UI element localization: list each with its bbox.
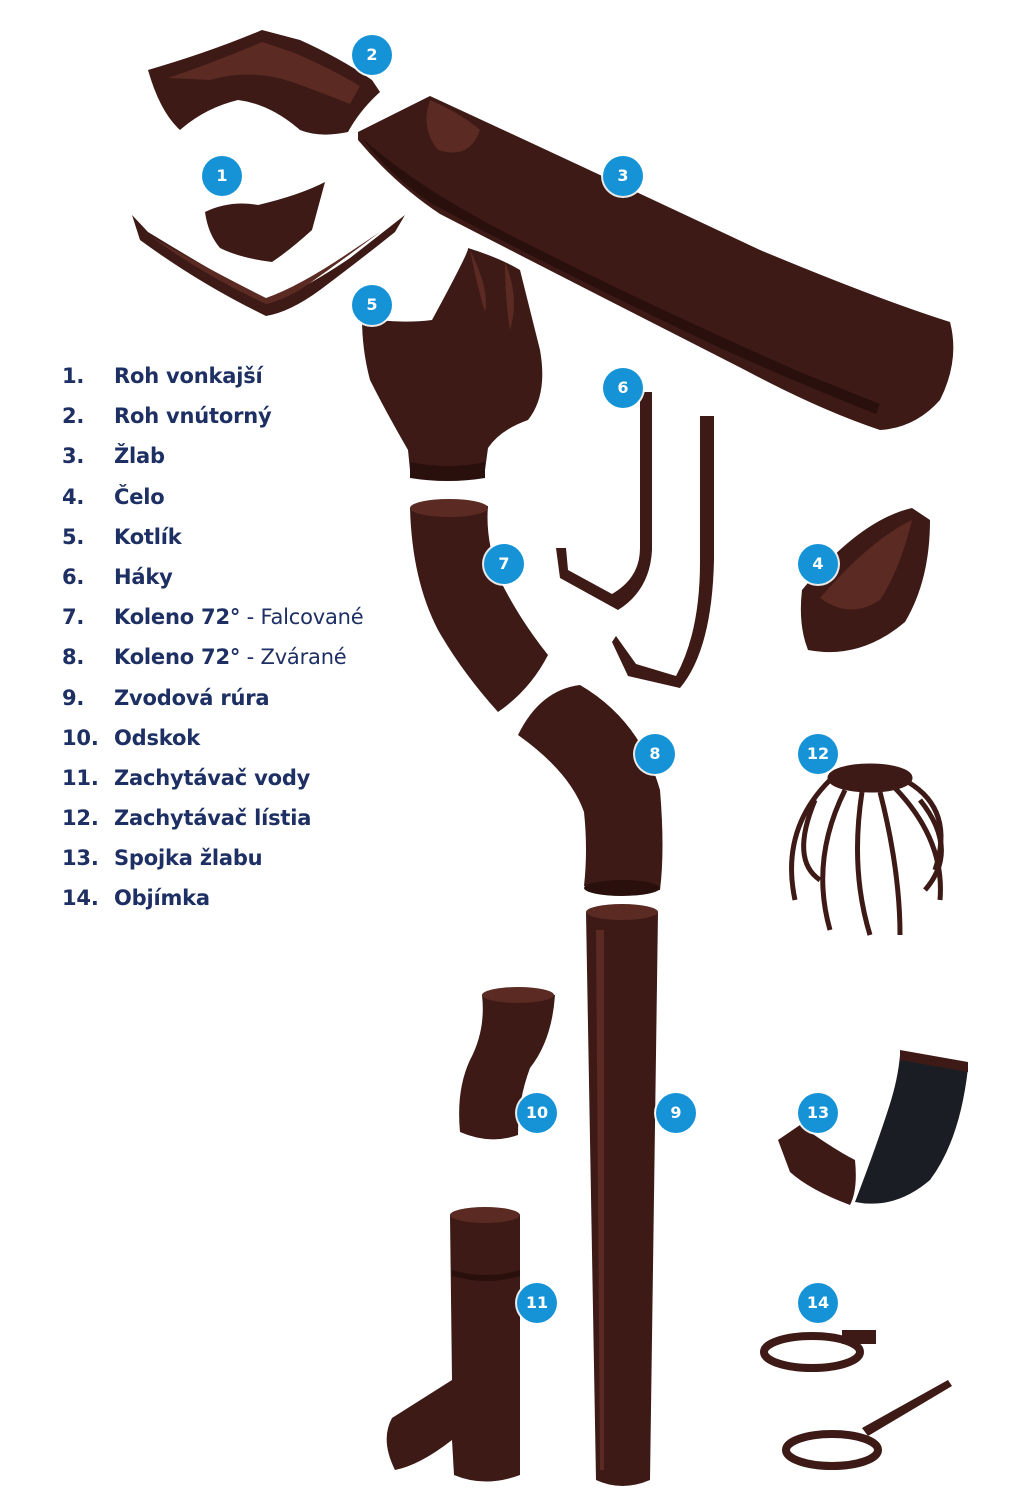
legend-number: 10. — [62, 725, 99, 750]
legend-number: 9. — [62, 685, 85, 710]
legend-item: 12. Zachytávač lístia — [62, 798, 364, 838]
legend-label: Zvodová rúra — [114, 685, 270, 710]
part-outlet — [362, 248, 543, 481]
badge-11: 11 — [517, 1283, 557, 1323]
legend-number: 7. — [62, 605, 85, 630]
legend-sublabel: - Zvárané — [240, 645, 347, 670]
badge-8: 8 — [635, 734, 675, 774]
part-end-cap — [800, 508, 930, 653]
part-bend-welded — [518, 685, 663, 896]
part-outer-corner — [132, 182, 405, 316]
legend-item: 4. Čelo — [62, 477, 364, 517]
legend-item: 1. Roh vonkajší — [62, 356, 364, 396]
badge-2: 2 — [352, 35, 392, 75]
part-downpipe — [586, 904, 658, 1486]
legend-label: Roh vnútorný — [114, 404, 272, 429]
legend-item: 10. Odskok — [62, 718, 364, 758]
part-hooks — [556, 392, 714, 688]
badge-3: 3 — [603, 156, 643, 196]
legend-item: 5. Kotlík — [62, 517, 364, 557]
legend-number: 11. — [62, 765, 99, 790]
legend-label: Zachytávač lístia — [114, 806, 312, 831]
badge-12: 12 — [798, 734, 838, 774]
part-rain-catcher — [386, 1207, 520, 1482]
legend-item: 11. Zachytávač vody — [62, 758, 364, 798]
legend-number: 3. — [62, 444, 85, 469]
legend-label: Objímka — [114, 886, 210, 911]
legend-item: 3. Žlab — [62, 436, 364, 476]
legend-number: 12. — [62, 806, 99, 831]
badge-13: 13 — [798, 1093, 838, 1133]
legend-number: 8. — [62, 645, 85, 670]
legend-item: 9. Zvodová rúra — [62, 678, 364, 718]
part-leaf-guard — [789, 763, 944, 936]
badge-14: 14 — [798, 1283, 838, 1323]
badge-6: 6 — [603, 368, 643, 408]
legend-item: 14. Objímka — [62, 878, 364, 918]
part-gutter-connector — [778, 1050, 968, 1205]
legend-number: 4. — [62, 484, 85, 509]
part-offset — [459, 987, 555, 1140]
legend-label: Čelo — [114, 484, 165, 509]
legend-label: Koleno 72° — [114, 605, 241, 630]
badge-7: 7 — [484, 544, 524, 584]
legend-label: Koleno 72° — [114, 645, 241, 670]
legend-item: 7. Koleno 72° - Falcované — [62, 597, 364, 637]
part-bend-folded — [410, 499, 548, 712]
legend-number: 13. — [62, 846, 99, 871]
legend-sublabel: - Falcované — [240, 605, 364, 630]
legend-number: 14. — [62, 886, 99, 911]
badge-10: 10 — [517, 1093, 557, 1133]
badge-4: 4 — [798, 544, 838, 584]
legend-label: Roh vonkajší — [114, 364, 263, 388]
legend-label: Zachytávač vody — [114, 765, 311, 790]
legend-item: 6. Háky — [62, 557, 364, 597]
badge-1: 1 — [202, 156, 242, 196]
badge-5: 5 — [352, 285, 392, 325]
legend-label: Kotlík — [114, 524, 182, 549]
legend-item: 2. Roh vnútorný — [62, 396, 364, 436]
legend-number: 6. — [62, 564, 85, 589]
legend-label: Spojka žlabu — [114, 846, 263, 871]
part-pipe-brackets — [760, 1330, 952, 1470]
legend-item: 13. Spojka žlabu — [62, 838, 364, 878]
legend-label: Žlab — [114, 444, 165, 469]
legend-number: 5. — [62, 524, 85, 549]
part-gutter — [358, 96, 954, 430]
legend-number: 1. — [62, 364, 85, 388]
parts-legend: 1. Roh vonkajší 2. Roh vnútorný 3. Žlab 4. Č… — [62, 356, 364, 919]
legend-label: Háky — [114, 564, 173, 589]
legend-number: 2. — [62, 404, 85, 429]
legend-label: Odskok — [114, 725, 200, 750]
part-inner-corner — [148, 30, 380, 135]
badge-9: 9 — [656, 1093, 696, 1133]
legend-item: 8. Koleno 72° - Zvárané — [62, 637, 364, 677]
